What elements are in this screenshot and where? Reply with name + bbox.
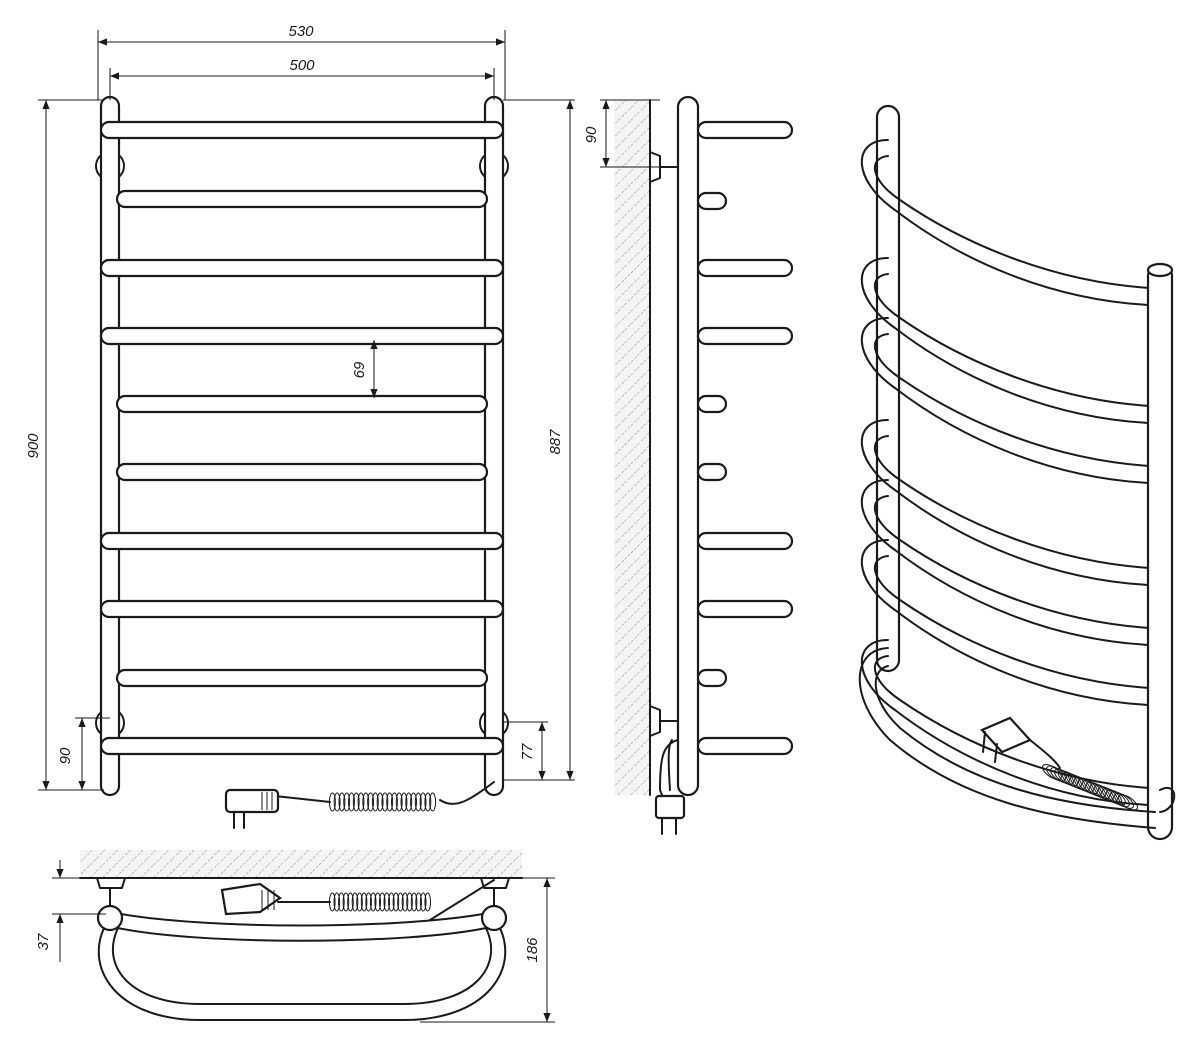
persp-bar-1 — [860, 139, 1161, 306]
front-bar-1 — [99, 120, 505, 140]
side-stub-3 — [696, 258, 794, 278]
dim-label-bar-spacing: 69 — [351, 361, 368, 378]
persp-plug — [980, 716, 1061, 769]
top-coil-cord — [328, 892, 432, 912]
front-bar-3 — [99, 258, 505, 278]
side-plug — [654, 794, 686, 835]
front-plug — [224, 788, 280, 829]
persp-bar-4 — [860, 419, 1161, 586]
front-bar-10 — [99, 736, 505, 756]
front-bar-6 — [115, 462, 489, 482]
persp-rail-back — [875, 104, 901, 673]
top-outer-curve — [97, 917, 507, 1021]
front-bars — [99, 120, 505, 756]
dim-label-height-total: 900 — [25, 433, 42, 459]
persp-curved-bars — [860, 139, 1161, 806]
top-view: 37 186 — [35, 850, 555, 1023]
front-view: 530 500 900 90 887 77 69 — [25, 23, 575, 829]
persp-bar-3 — [860, 317, 1161, 484]
side-stub-8 — [696, 599, 794, 619]
side-stub-6 — [696, 462, 728, 482]
side-stub-9 — [696, 668, 728, 688]
persp-rail-front — [1146, 262, 1174, 841]
dim-label-depth: 186 — [524, 937, 541, 963]
top-plug — [220, 882, 282, 916]
front-cable — [439, 781, 495, 805]
persp-bar-5 — [860, 479, 1161, 646]
side-wall-hatch — [614, 100, 650, 795]
front-bar-4 — [99, 326, 505, 346]
top-rail-right — [480, 904, 508, 932]
front-bar-8 — [99, 599, 505, 619]
top-rail-left — [96, 904, 124, 932]
front-bar-5 — [115, 394, 489, 414]
side-post — [676, 95, 700, 797]
dim-label-bracket-bottom: 90 — [57, 747, 74, 764]
side-stub-5 — [696, 394, 728, 414]
dim-label-bracket-top: 90 — [583, 126, 600, 143]
dim-label-wall-offset: 37 — [35, 933, 52, 950]
top-wall-hatch — [80, 850, 522, 878]
front-cable-segment — [274, 795, 331, 803]
front-bar-2 — [115, 189, 489, 209]
dim-label-width-inner: 500 — [289, 57, 315, 74]
front-bar-9 — [115, 668, 489, 688]
dim-label-connector-offset: 77 — [519, 743, 536, 760]
dim-label-width-outer: 530 — [288, 23, 314, 40]
persp-coil-cord — [1042, 763, 1138, 811]
perspective-view — [858, 104, 1176, 841]
side-stub-2 — [696, 191, 728, 211]
side-bar-stubs — [696, 120, 794, 756]
side-stub-7 — [696, 531, 794, 551]
front-coil-cord — [328, 792, 437, 812]
front-bar-7 — [99, 531, 505, 551]
dim-label-height-center: 887 — [547, 429, 564, 455]
persp-bar-2 — [860, 257, 1161, 424]
side-stub-1 — [696, 120, 794, 140]
side-view: 90 — [583, 95, 794, 835]
side-stub-4 — [696, 326, 794, 346]
side-stub-10 — [696, 736, 794, 756]
